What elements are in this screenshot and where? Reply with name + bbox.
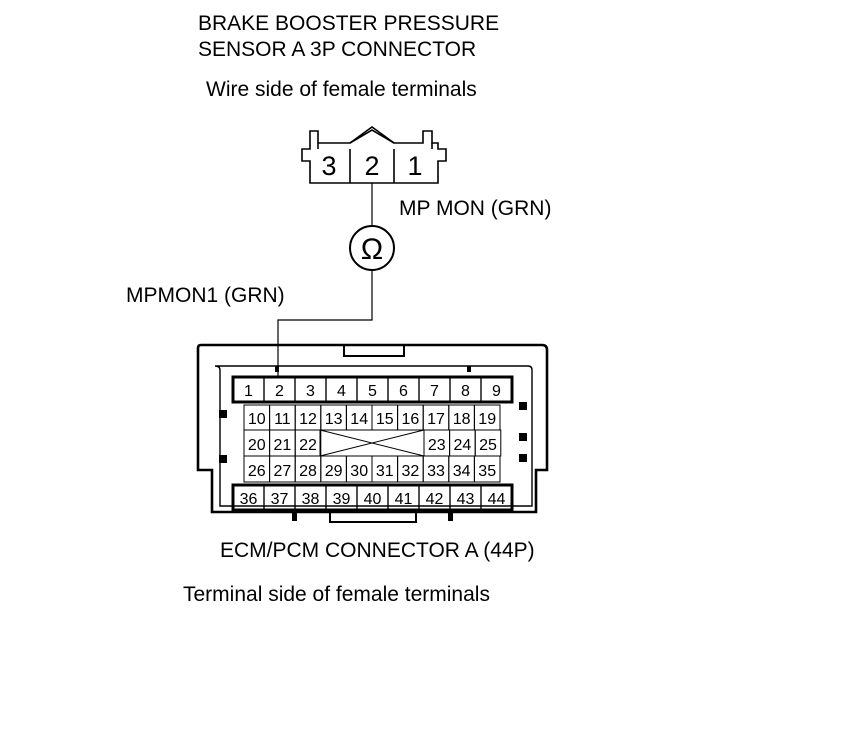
ecm-terminal-23: 23 — [428, 437, 446, 454]
sensor-connector-title-line1: BRAKE BOOSTER PRESSURE — [198, 12, 500, 35]
ecm-row-outline — [231, 483, 514, 512]
ecm-terminal-4: 4 — [337, 383, 346, 400]
ecm-terminal-29: 29 — [325, 463, 343, 480]
test-lead-ecm — [277, 270, 373, 378]
ecm-terminal-14: 14 — [350, 411, 368, 428]
ecm-terminal-cell — [473, 455, 501, 483]
ecm-terminal-42: 42 — [426, 491, 444, 508]
ecm-terminal-41: 41 — [395, 491, 413, 508]
ecm-terminal-37: 37 — [271, 491, 289, 508]
ecm-terminal-20: 20 — [248, 437, 266, 454]
ecm-terminal-16: 16 — [402, 411, 420, 428]
ecm-terminal-33: 33 — [427, 463, 445, 480]
ecm-terminal-24: 24 — [454, 437, 472, 454]
ecm-terminal-18: 18 — [453, 411, 471, 428]
ecm-terminal-38: 38 — [302, 491, 320, 508]
ecm-terminal-1: 1 — [244, 383, 253, 400]
ecm-wire-label: MPMON1 (GRN) — [126, 284, 285, 307]
ecm-terminal-31: 31 — [376, 463, 394, 480]
sensor-3p-connector — [301, 126, 447, 184]
ecm-terminal-36: 36 — [240, 491, 258, 508]
ecm-terminal-28: 28 — [299, 463, 317, 480]
ecm-terminal-19: 19 — [478, 411, 496, 428]
ecm-terminal-11: 11 — [274, 411, 291, 428]
ecm-row-outline — [231, 375, 514, 404]
sensor-terminal-1: 1 — [407, 151, 422, 181]
ecm-terminal-43: 43 — [457, 491, 475, 508]
ecm-terminal-9: 9 — [492, 383, 501, 400]
ecm-terminal-3: 3 — [306, 383, 315, 400]
ecm-terminal-21: 21 — [274, 437, 292, 454]
ecm-unused-area — [319, 429, 425, 457]
ecm-terminal-8: 8 — [461, 383, 470, 400]
sensor-terminal-2: 2 — [364, 151, 379, 181]
ecm-terminal-17: 17 — [427, 411, 445, 428]
ecm-terminal-32: 32 — [402, 463, 420, 480]
ecm-terminal-35: 35 — [478, 463, 496, 480]
ecm-connector-title: ECM/PCM CONNECTOR A (44P) — [220, 539, 535, 562]
ecm-terminal-15: 15 — [376, 411, 394, 428]
ecm-view-label: Terminal side of female terminals — [183, 583, 490, 606]
ecm-terminal-30: 30 — [350, 463, 368, 480]
ecm-terminal-12: 12 — [299, 411, 317, 428]
ecm-terminal-25: 25 — [479, 437, 497, 454]
ecm-terminal-34: 34 — [453, 463, 471, 480]
ecm-terminal-7: 7 — [430, 383, 439, 400]
ecm-terminal-2: 2 — [275, 383, 284, 400]
ecm-terminal-44: 44 — [488, 491, 506, 508]
ohmmeter-icon: Ω — [349, 225, 395, 271]
ecm-terminal-5: 5 — [368, 383, 377, 400]
ecm-terminal-6: 6 — [399, 383, 408, 400]
ecm-terminal-10: 10 — [248, 411, 266, 428]
sensor-connector-title-line2: SENSOR A 3P CONNECTOR — [198, 38, 477, 61]
ecm-terminal-39: 39 — [333, 491, 351, 508]
ecm-terminal-13: 13 — [325, 411, 343, 428]
sensor-terminal-3: 3 — [321, 151, 336, 181]
ecm-terminal-26: 26 — [248, 463, 266, 480]
sensor-view-label: Wire side of female terminals — [206, 78, 477, 101]
sensor-wire-label: MP MON (GRN) — [399, 197, 552, 220]
ecm-terminal-22: 22 — [299, 437, 317, 454]
ecm-44p-connector — [196, 343, 549, 523]
ohm-symbol: Ω — [361, 233, 383, 266]
ecm-terminal-40: 40 — [364, 491, 382, 508]
ecm-terminal-27: 27 — [274, 463, 292, 480]
